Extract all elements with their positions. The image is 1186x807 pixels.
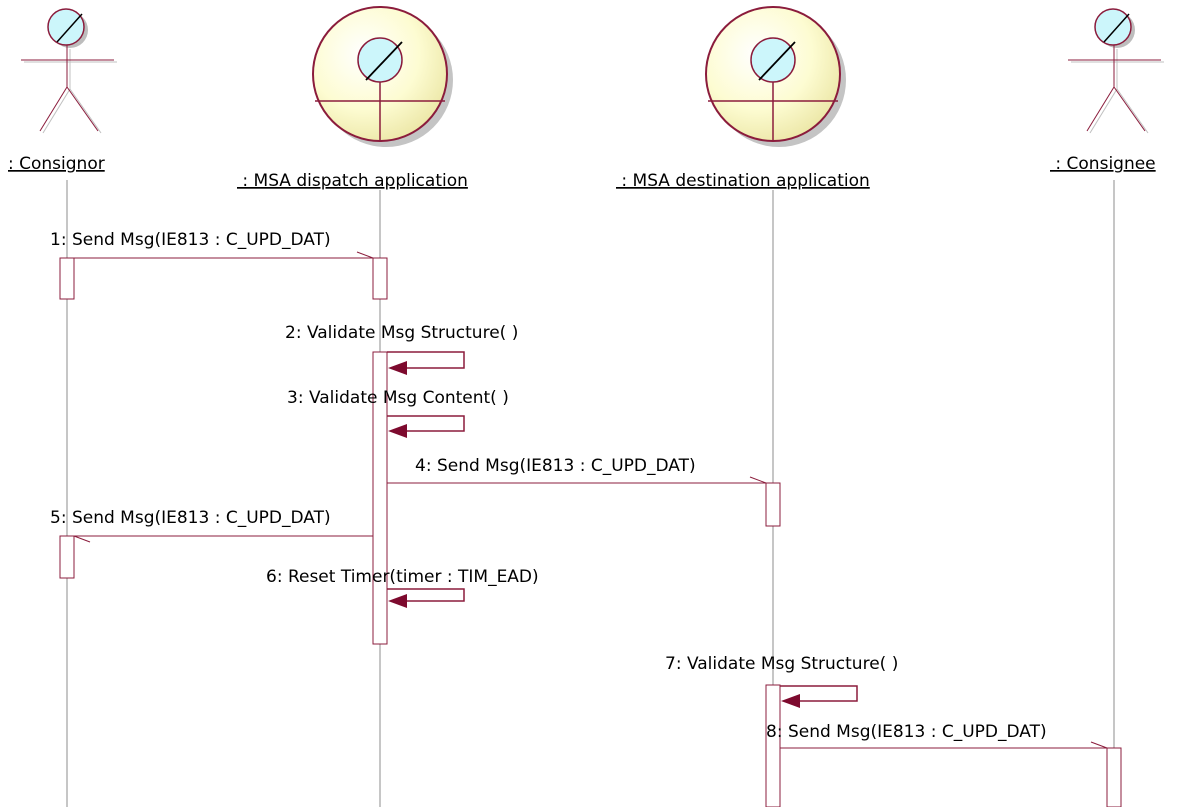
lifelines bbox=[66, 180, 1115, 807]
message-label-1: 1: Send Msg(IE813 : C_UPD_DAT) bbox=[50, 230, 331, 250]
message-3: 3: Validate Msg Content( ) bbox=[287, 388, 509, 438]
message-8: 8: Send Msg(IE813 : C_UPD_DAT) bbox=[766, 722, 1108, 749]
activation-consignor-2 bbox=[59, 535, 75, 579]
message-label-7: 7: Validate Msg Structure( ) bbox=[665, 654, 898, 674]
message-1: 1: Send Msg(IE813 : C_UPD_DAT) bbox=[50, 230, 374, 259]
activation-dispatch-1 bbox=[372, 257, 388, 300]
activation-destination-1 bbox=[765, 482, 781, 527]
activation-consignor-1 bbox=[59, 257, 75, 300]
activation-destination-2 bbox=[765, 684, 781, 807]
control-msa-dispatch bbox=[312, 6, 453, 147]
activation-dispatch-2 bbox=[372, 351, 388, 645]
message-label-2: 2: Validate Msg Structure( ) bbox=[285, 323, 518, 343]
activations bbox=[59, 257, 1122, 807]
participant-label-msa-destination: : MSA destination application bbox=[616, 171, 870, 191]
message-label-4: 4: Send Msg(IE813 : C_UPD_DAT) bbox=[415, 456, 696, 476]
message-2: 2: Validate Msg Structure( ) bbox=[285, 323, 518, 375]
control-msa-destination bbox=[705, 6, 846, 147]
participant-label-consignee: : Consignee bbox=[1050, 154, 1156, 174]
message-7: 7: Validate Msg Structure( ) bbox=[665, 654, 898, 708]
message-6: 6: Reset Timer(timer : TIM_EAD) bbox=[266, 567, 539, 608]
activation-consignee-1 bbox=[1106, 747, 1122, 807]
message-label-3: 3: Validate Msg Content( ) bbox=[287, 388, 509, 408]
message-4: 4: Send Msg(IE813 : C_UPD_DAT) bbox=[387, 456, 767, 484]
message-label-8: 8: Send Msg(IE813 : C_UPD_DAT) bbox=[766, 722, 1047, 742]
actor-consignor bbox=[21, 8, 117, 134]
messages: 1: Send Msg(IE813 : C_UPD_DAT) 2: Valida… bbox=[50, 230, 1108, 749]
message-label-6: 6: Reset Timer(timer : TIM_EAD) bbox=[266, 567, 539, 587]
message-5: 5: Send Msg(IE813 : C_UPD_DAT) bbox=[50, 508, 373, 543]
participant-label-msa-dispatch: : MSA dispatch application bbox=[237, 171, 468, 191]
message-label-5: 5: Send Msg(IE813 : C_UPD_DAT) bbox=[50, 508, 331, 528]
actor-consignee bbox=[1068, 8, 1164, 134]
participant-label-consignor: : Consignor bbox=[8, 154, 105, 174]
